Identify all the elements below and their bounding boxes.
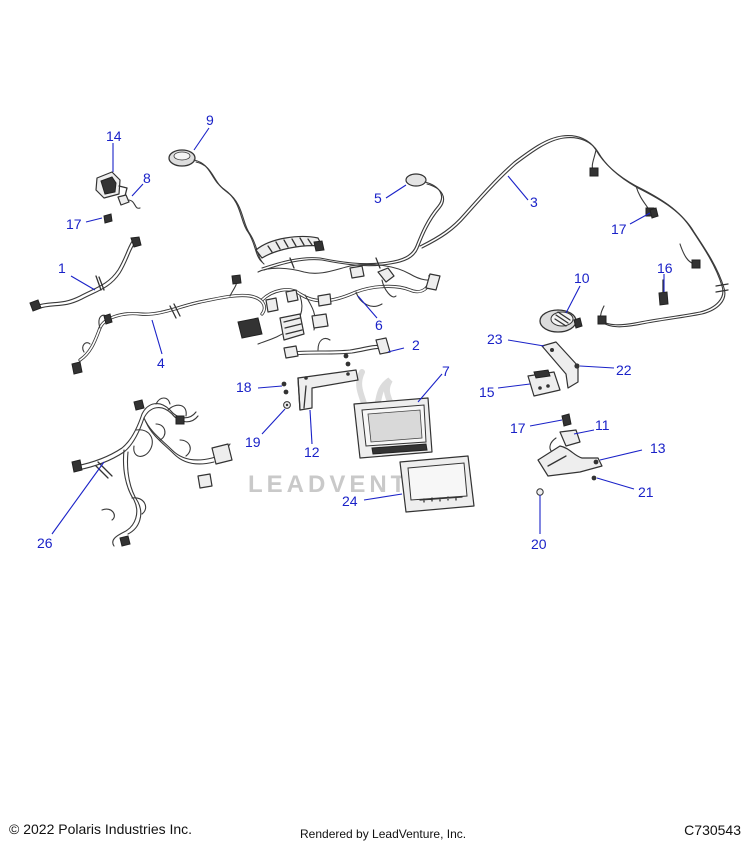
callout-4: 4 (157, 355, 165, 371)
part-8-connector (117, 194, 141, 209)
callout-2: 2 (412, 337, 420, 353)
part-16-connector (658, 279, 669, 306)
callout-18: 17 (611, 221, 627, 237)
part-10-speaker (539, 309, 583, 333)
callout-8: 8 (143, 170, 151, 186)
part-9-antenna (168, 149, 325, 265)
callout-11: 11 (595, 417, 610, 433)
callout-21: 20 (531, 536, 547, 552)
callout-5: 5 (374, 190, 382, 206)
part-17-clip (103, 213, 113, 224)
part-7-display (353, 397, 433, 459)
callout-10: 10 (574, 270, 590, 286)
callout-25: 24 (342, 493, 358, 509)
part-23-bolt (574, 363, 580, 369)
part-20-washer (283, 401, 291, 409)
callout-19: 18 (236, 379, 252, 395)
part-6-main-harness (237, 263, 441, 345)
part-24-bracket (541, 341, 579, 389)
part-12-bracket (297, 369, 359, 411)
callout-1: 1 (58, 260, 66, 276)
part-22-screw (591, 475, 597, 481)
part-3-long-harness (419, 135, 729, 328)
callout-13: 13 (650, 440, 666, 456)
part-18-clip (649, 207, 659, 219)
callout-17-right: 17 (510, 420, 526, 436)
part-25-display-cover (399, 455, 475, 513)
rendered-by-notice: Rendered by LeadVenture, Inc. (300, 827, 467, 841)
copyright-notice: © 2022 Polaris Industries Inc. (9, 821, 193, 837)
callout-16: 16 (657, 260, 673, 276)
callout-24: 23 (487, 331, 503, 347)
callout-23: 22 (616, 362, 632, 378)
part-26-harness (71, 397, 233, 547)
part-17-clip-right (561, 413, 572, 427)
part-5-sensor (261, 173, 445, 271)
part-19-screws (281, 381, 289, 395)
callout-9: 9 (206, 112, 214, 128)
part-13-bracket (537, 445, 603, 477)
part-14-module (95, 171, 128, 199)
callout-6: 6 (375, 317, 383, 333)
callout-20: 19 (245, 434, 261, 450)
callout-22: 21 (638, 484, 654, 500)
part-1-harness (29, 236, 142, 312)
part-2-cable (283, 337, 391, 367)
callout-12: 12 (304, 444, 320, 460)
callout-17: 17 (66, 216, 82, 232)
callout-14: 14 (106, 128, 122, 144)
callout-15: 15 (479, 384, 495, 400)
callout-26: 26 (37, 535, 53, 551)
leader-lines (51, 127, 665, 535)
callout-7: 7 (442, 363, 450, 379)
part-21-fastener (536, 488, 544, 496)
part-15-module (527, 369, 561, 397)
callout-3: 3 (530, 194, 538, 210)
diagram-code: C730543 (684, 822, 741, 838)
part-4-harness (71, 274, 279, 375)
callout-labels: 14 8 17 1 9 5 3 6 4 2 7 10 17 16 23 22 1… (37, 112, 673, 552)
